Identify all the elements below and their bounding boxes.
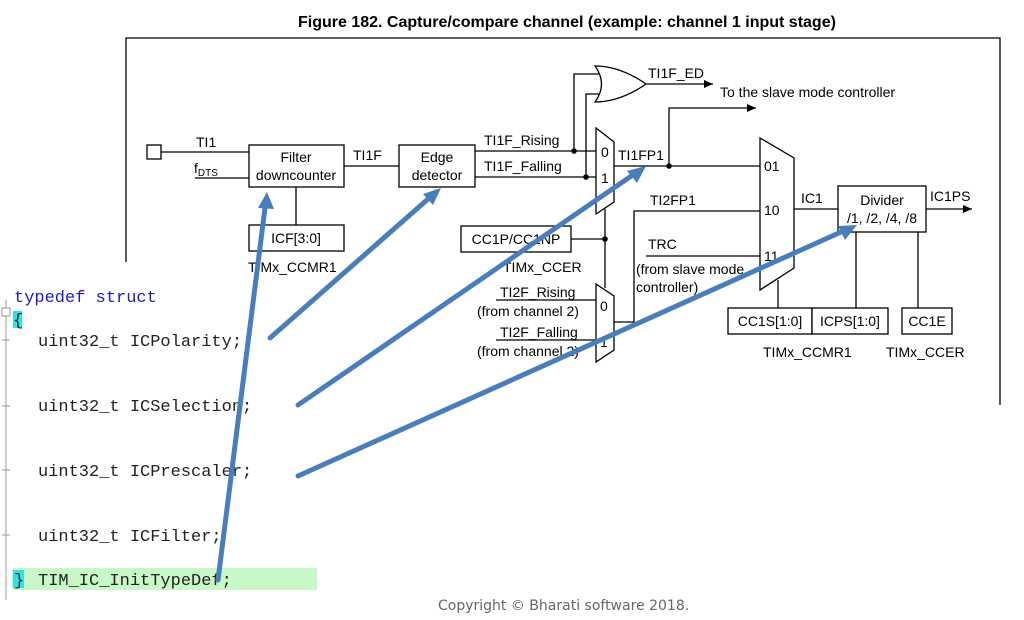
mux2-in-1: 1 [600,334,608,350]
label-ti1fp1: TI1FP1 [618,147,664,163]
line-highlight [12,568,317,590]
edge-label-2: detector [412,167,463,183]
code-close-brace: } [14,572,24,591]
label-from-ch2-a: (from channel 2) [477,303,579,319]
label-trc: TRC [648,236,677,252]
arrowhead-filter [258,192,274,209]
filter-label-1: Filter [280,149,311,165]
code-field-icprescaler: uint32_t ICPrescaler; [38,463,252,482]
label-ti2fp1: TI2FP1 [650,192,696,208]
label-trc-note-1: (from slave mode [636,261,744,277]
arrow-icpolarity-to-edge [267,189,439,341]
icps-block [811,307,889,335]
label-ic1: IC1 [801,190,823,206]
mux3-in-10: 10 [764,202,780,218]
icf-block [248,224,345,252]
divider-block [837,185,927,233]
register-ccmr1-a: TIMx_CCMR1 [248,259,337,275]
fold-marker-1 [1,307,11,317]
arrowhead-divider [838,225,857,240]
arrow-icprescaler-to-divider [295,225,853,479]
register-ccmr1-b: TIMx_CCMR1 [763,344,852,360]
edge-label-1: Edge [421,149,454,165]
label-slave-mode: To the slave mode controller [720,84,895,100]
mux2-in-0: 0 [600,298,608,314]
register-ccer-b: TIMx_CCER [886,344,965,360]
wire-ti2fp1 [614,210,760,323]
label-from-ch2-b: (from channel 2) [477,343,579,359]
code-field-icpolarity: uint32_t ICPolarity; [38,333,242,352]
brace-highlight-open [13,311,22,328]
filter-downcounter-block [248,144,345,188]
register-ccer-a: TIMx_CCER [503,259,582,275]
code-field-icfilter: uint32_t ICFilter; [38,528,222,547]
figure-title: Figure 182. Capture/compare channel (exa… [298,14,836,31]
cc1s-label: CC1S[1:0] [738,313,803,329]
code-type-name: TIM_IC_InitTypeDef; [38,572,232,591]
brace-highlight-close [13,570,24,588]
icf-label: ICF[3:0] [271,230,321,246]
label-ti1f-rising: TI1F_Rising [484,132,559,148]
mux-3 [759,136,795,292]
code-field-icselection: uint32_t ICSelection; [38,398,252,417]
arrow-icfilter-to-filter [215,197,269,583]
label-trc-note-2: controller) [636,279,698,295]
mux3-in-01: 01 [764,158,780,174]
ti1-input-pad [146,144,162,160]
wire-ti1fp1-out [668,104,756,166]
divider-label-2: /1, /2, /4, /8 [847,210,917,226]
divider-label-1: Divider [860,192,904,208]
label-ic1ps: IC1PS [930,188,970,204]
wire-or-in-b [585,93,600,177]
copyright-footer: Copyright © Bharati software 2018. [438,598,689,614]
code-typedef: typedef struct [14,289,157,308]
wire-or-in-a [573,73,600,151]
cc1e-label: CC1E [908,313,945,329]
cc1e-block [901,307,953,335]
mux-2 [595,282,615,364]
arrowhead-edge [423,188,441,205]
label-fdts: fDTS [194,160,218,179]
arrow-icselection-to-ti1fp1 [295,167,643,408]
label-ti1f-ed: TI1F_ED [648,65,704,81]
label-ti2f-falling: TI2F_Falling [500,324,578,340]
label-ti1f-falling: TI1F_Falling [484,158,562,174]
mux1-in-1: 1 [601,170,609,186]
icps-label: ICPS[1:0] [820,313,880,329]
mux1-in-0: 0 [601,144,609,160]
or-gate [593,65,648,103]
figure-frame [125,37,1001,405]
label-ti1f: TI1F [353,147,382,163]
label-ti1: TI1 [196,134,216,150]
arrowhead-ti1fp1 [627,166,646,183]
code-open-brace: { [13,312,23,331]
cc1s-block [727,307,813,335]
label-ti2f-rising: TI2F_Rising [500,284,575,300]
edge-detector-block [398,144,476,188]
filter-label-2: downcounter [256,167,337,183]
